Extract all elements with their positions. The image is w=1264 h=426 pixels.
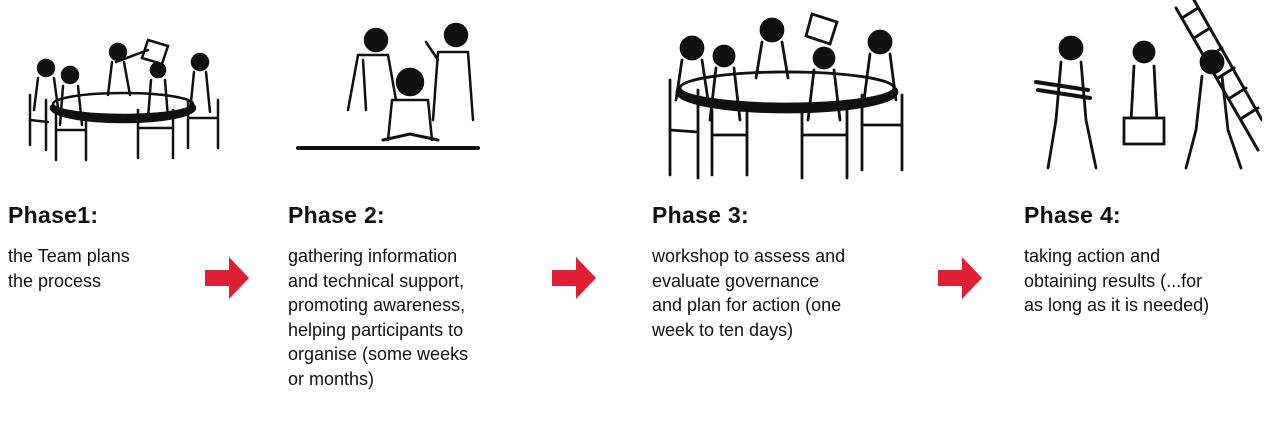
phase-description: the Team plans the process	[8, 246, 130, 291]
arrow-right-icon	[205, 257, 249, 299]
phase-title: Phase 3:	[652, 202, 750, 228]
team-meeting-illustration	[28, 38, 220, 162]
people-carrying-tools-illustration	[1034, 0, 1262, 170]
phase-description: taking action and obtaining results (...…	[1024, 246, 1210, 315]
people-studying-illustration	[296, 22, 480, 150]
arrow-right-icon	[552, 257, 596, 299]
phase-description: workshop to assess and evaluate governan…	[652, 246, 846, 340]
workshop-table-illustration	[668, 12, 904, 180]
phase-title: Phase 4:	[1024, 202, 1122, 228]
phase-description: gathering information and technical supp…	[288, 246, 469, 389]
phase-title: Phase 2:	[288, 202, 386, 228]
phase-title: Phase1:	[8, 202, 99, 228]
arrow-right-icon	[938, 257, 982, 299]
